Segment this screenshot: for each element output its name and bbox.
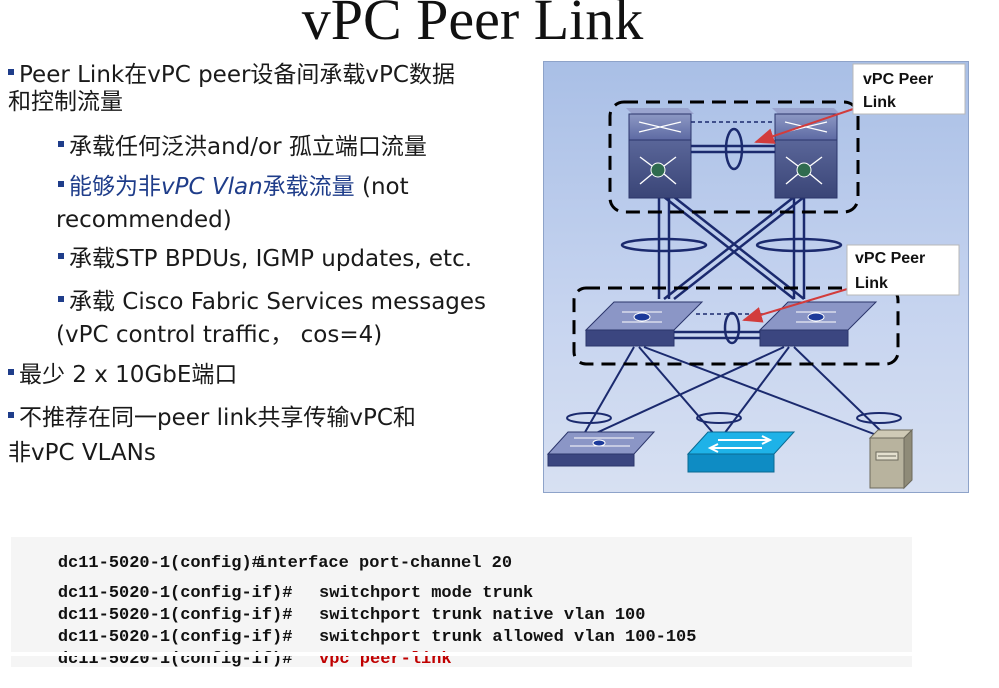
cli-command: interface port-channel 20 — [257, 554, 513, 573]
arrow-top — [754, 105, 863, 144]
bullet-text-blue: 能够为非 — [69, 174, 161, 200]
core-switch-right — [772, 108, 840, 199]
bullet-square-icon — [58, 295, 64, 302]
bullet-text: Peer Link在vPC peer设备间承载vPC数据 — [19, 62, 455, 88]
core-agg-links — [620, 196, 843, 300]
cli-line: dc11-5020-1(config)#interface port-chann… — [17, 535, 512, 592]
bullet-text: 承载 Cisco Fabric Services messages — [69, 289, 487, 315]
vpc-topology-diagram: vPC Peer Link vPC Peer Link — [543, 61, 969, 493]
label-top-line2: Link — [863, 94, 896, 111]
bullet-cfs-cont: (vPC control traffic， cos=4) — [56, 319, 382, 352]
bullet-text: (vPC control traffic， cos=4) — [56, 322, 383, 348]
cli-prompt: dc11-5020-1(config-if)# — [57, 584, 293, 603]
agg-switch-right — [758, 301, 878, 347]
arrow-mid — [742, 286, 855, 323]
bullet-text: 和控制流量 — [8, 89, 123, 115]
bullet-text: 承载任何泛洪and/or 孤立端口流量 — [69, 134, 427, 160]
cli-line: dc11-5020-1(config-if)# switchport trunk … — [17, 609, 697, 666]
label-mid-line1: vPC Peer — [855, 250, 925, 267]
cli-command: switchport trunk allowed vlan 100-105 — [319, 628, 697, 647]
bullet-flood-traffic: 承载任何泛洪and/or 孤立端口流量 — [58, 131, 427, 164]
bullet-text: (not — [354, 174, 409, 200]
bullet-no-share: 不推荐在同一peer link共享传输vPC和 — [8, 402, 416, 435]
bullet-stp-bpdu: 承载STP BPDUs, IGMP updates, etc. — [58, 243, 472, 276]
top-vpc-domain-box — [608, 100, 860, 214]
cli-command: switchport trunk native vlan 100 — [319, 606, 646, 625]
bullet-text: 非vPC VLANs — [8, 440, 156, 466]
access-switch-left — [546, 431, 656, 467]
slide-title: vPC Peer Link — [301, 0, 644, 52]
bullet-text: 不推荐在同一peer link共享传输vPC和 — [19, 405, 416, 431]
cli-prompt: dc11-5020-1(config-if)# — [57, 606, 293, 625]
cli-prompt: dc11-5020-1(config-if)# — [57, 628, 293, 647]
cli-line: dc11-5020-1(config-if)# switchport trunk … — [17, 587, 646, 644]
bullet-text: recommended) — [56, 207, 232, 233]
mid-vpc-domain-box — [572, 286, 900, 366]
bullet-square-icon — [8, 68, 14, 75]
core-switch-left — [626, 108, 694, 199]
topology-svg: vPC Peer Link vPC Peer Link — [546, 63, 966, 490]
bullet-square-icon — [8, 411, 14, 418]
agg-access-links — [566, 346, 902, 435]
cli-command: switchport mode trunk — [319, 584, 534, 603]
cli-prompt: dc11-5020-1(config)# — [57, 554, 262, 573]
cli-line: dc11-5020-1(config-if)# switchport mode t… — [17, 565, 533, 622]
bullet-text-italic: vPC Vlan — [161, 174, 263, 200]
label-mid-line2: Link — [855, 275, 888, 292]
bullet-cfs: 承载 Cisco Fabric Services messages — [58, 286, 486, 319]
bullet-square-icon — [58, 252, 64, 259]
bullet-min-ports: 最少 2 x 10GbE端口 — [8, 359, 237, 392]
bullet-square-icon — [58, 140, 64, 147]
agg-switch-left — [584, 301, 704, 347]
bullet-square-icon — [58, 180, 64, 187]
access-switch-middle — [686, 431, 796, 473]
bullet-non-vpc-vlan-cont: recommended) — [56, 204, 232, 237]
bullet-peer-link-cont: 和控制流量 — [8, 86, 123, 119]
bullet-no-share-cont: 非vPC VLANs — [8, 437, 156, 470]
bullet-text: 最少 2 x 10GbE端口 — [19, 362, 238, 388]
bullet-square-icon — [8, 368, 14, 375]
bullet-text-blue: 承载流量 — [262, 174, 355, 200]
bullet-non-vpc-vlan: 能够为非vPC Vlan承载流量 (not — [58, 171, 409, 204]
cli-line: dc11-5020-1(config-if)#vpc peer-link — [17, 631, 452, 688]
bottom-strip — [0, 652, 999, 656]
bullet-text: 承载STP BPDUs, IGMP updates, etc. — [69, 246, 473, 272]
bullet-peer-link: Peer Link在vPC peer设备间承载vPC数据 — [8, 59, 455, 92]
server-icon — [868, 428, 914, 490]
cli-config-panel: dc11-5020-1(config)#interface port-chann… — [11, 535, 912, 669]
core-peer-link — [691, 121, 775, 171]
label-top-line1: vPC Peer — [863, 71, 933, 88]
label-box-top — [852, 63, 966, 115]
label-box-mid — [846, 244, 960, 296]
